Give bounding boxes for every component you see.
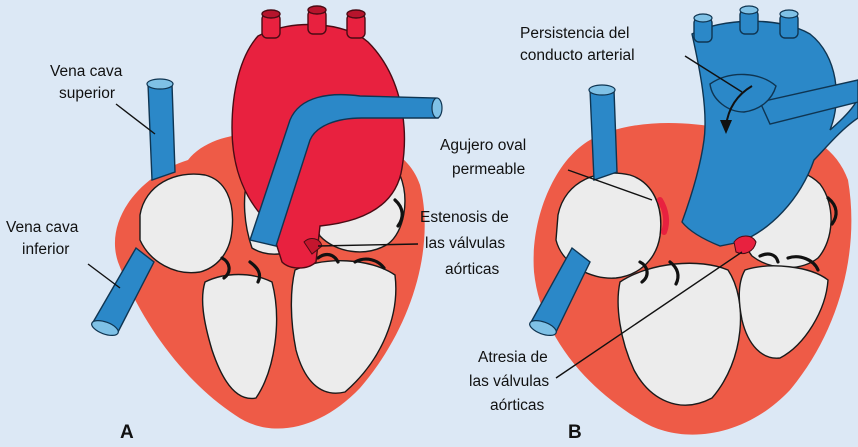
panel-letter-b: B (568, 422, 582, 443)
heart-a-aortic-branch-opening-2 (308, 6, 326, 14)
label-foramen-line-2: permeable (452, 161, 525, 178)
label-svc-line-1: Vena cava (50, 63, 123, 80)
heart-b-branch-opening-2 (740, 6, 758, 14)
heart-b-svc-opening (589, 85, 615, 95)
label-svc-line-2: superior (59, 85, 115, 102)
label-atresia-line-3: aórticas (490, 397, 545, 414)
label-atresia-line-2: las válvulas (469, 373, 549, 390)
heart-a-right-atrium (140, 174, 233, 273)
label-ivc-line-2: inferior (22, 241, 69, 258)
label-stenosis-line-3: aórticas (445, 261, 500, 278)
label-pda-line-1: Persistencia del (520, 25, 629, 42)
heart-b-superior-vena-cava (590, 90, 617, 180)
label-stenosis-line-1: Estenosis de (420, 209, 509, 226)
heart-a (90, 6, 442, 429)
label-foramen-line-1: Agujero oval (440, 137, 526, 154)
leader-ivc (88, 264, 120, 288)
label-ivc-line-1: Vena cava (6, 219, 79, 236)
heart-a-left-ventricle (291, 261, 395, 393)
panel-letter-a: A (120, 422, 134, 443)
label-atresia-line-1: Atresia de (478, 349, 548, 366)
heart-b-branch-opening-3 (780, 10, 798, 18)
label-pda-line-2: conducto arterial (520, 47, 635, 64)
heart-a-pulmonary-opening (432, 98, 442, 118)
heart-b (528, 6, 858, 435)
heart-a-aortic-branch-opening-1 (262, 10, 280, 18)
heart-a-svc-opening (147, 79, 173, 89)
heart-b-branch-opening-1 (694, 14, 712, 22)
heart-a-aortic-branch-opening-3 (347, 10, 365, 18)
label-stenosis-line-2: las válvulas (425, 235, 505, 252)
